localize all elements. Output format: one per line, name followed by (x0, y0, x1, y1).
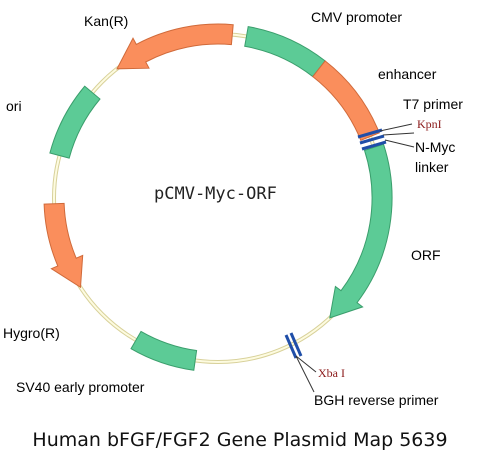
sv40-promoter-arc (130, 330, 198, 371)
hygro-arrow (43, 202, 84, 289)
kan-label: Kan(R) (84, 13, 128, 29)
enhancer-label: enhancer (378, 66, 437, 82)
ori-label: ori (6, 98, 22, 114)
figure-caption: Human bFGF/FGF2 Gene Plasmid Map 5639 (32, 429, 447, 451)
leader-lines-bottom (295, 355, 317, 393)
hygro-label: Hygro(R) (3, 325, 60, 341)
orf-arrow (329, 143, 393, 319)
kpni-site-marker (357, 128, 387, 151)
kpni-site-label: KpnI (417, 117, 442, 131)
orf-label: ORF (411, 247, 441, 263)
cmv-promoter-arc (244, 26, 326, 78)
n-myc-label: N-Myc (415, 139, 455, 155)
cmv-promoter-label: CMV promoter (311, 9, 402, 25)
xbai-site-label: Xba I (318, 366, 345, 380)
feature-arcs (43, 23, 393, 371)
linker-label: linker (415, 159, 449, 175)
xbai-site-marker (284, 332, 303, 359)
ori-arc (49, 85, 101, 159)
plasmid-name: pCMV-Myc-ORF (154, 184, 277, 204)
sv40-early-promoter-label: SV40 early promoter (16, 379, 145, 395)
t7-primer-label: T7 primer (403, 96, 463, 112)
bgh-reverse-primer-label: BGH reverse primer (314, 392, 439, 408)
kan-arrow (116, 23, 234, 70)
leader-lines-top-right (379, 123, 415, 148)
enhancer-arc (312, 60, 380, 141)
